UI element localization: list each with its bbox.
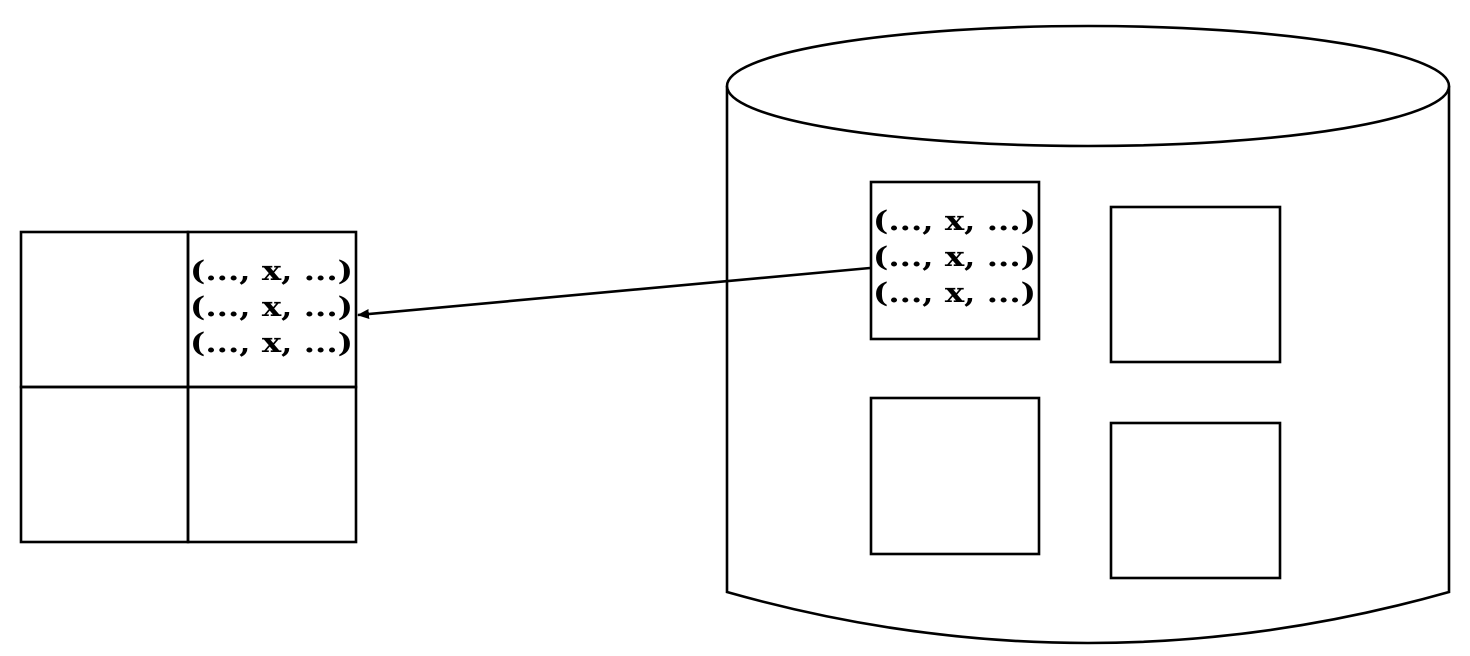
buffer-frame-bottom-left	[19, 385, 190, 544]
buffer-frame-top-left	[19, 230, 190, 389]
disk-tuple: (..., x, ...)	[873, 242, 1036, 273]
page-transfer-arrow	[357, 266, 871, 319]
disk-page-tuples: (..., x, ...) (..., x, ...) (..., x, ...…	[873, 206, 1036, 309]
buffer-frame-bottom-right	[186, 385, 358, 544]
disk-tuple: (..., x, ...)	[873, 206, 1036, 237]
disk-tuple: (..., x, ...)	[873, 278, 1036, 309]
disk-top	[725, 24, 1451, 148]
disk: (..., x, ...) (..., x, ...) (..., x, ...…	[725, 24, 1451, 645]
buffer-tuple: (..., x, ...)	[190, 292, 353, 323]
disk-page-4	[1109, 421, 1282, 580]
buffer-tuple: (..., x, ...)	[190, 328, 353, 359]
disk-page-2	[1109, 205, 1282, 364]
disk-page-3	[869, 396, 1041, 556]
buffer-tuple: (..., x, ...)	[190, 256, 353, 287]
buffer-page-tuples: (..., x, ...) (..., x, ...) (..., x, ...…	[190, 256, 353, 359]
buffer-pool: (..., x, ...) (..., x, ...) (..., x, ...…	[19, 230, 358, 544]
disk-body	[725, 86, 1451, 645]
disk-page-1	[869, 180, 1041, 341]
